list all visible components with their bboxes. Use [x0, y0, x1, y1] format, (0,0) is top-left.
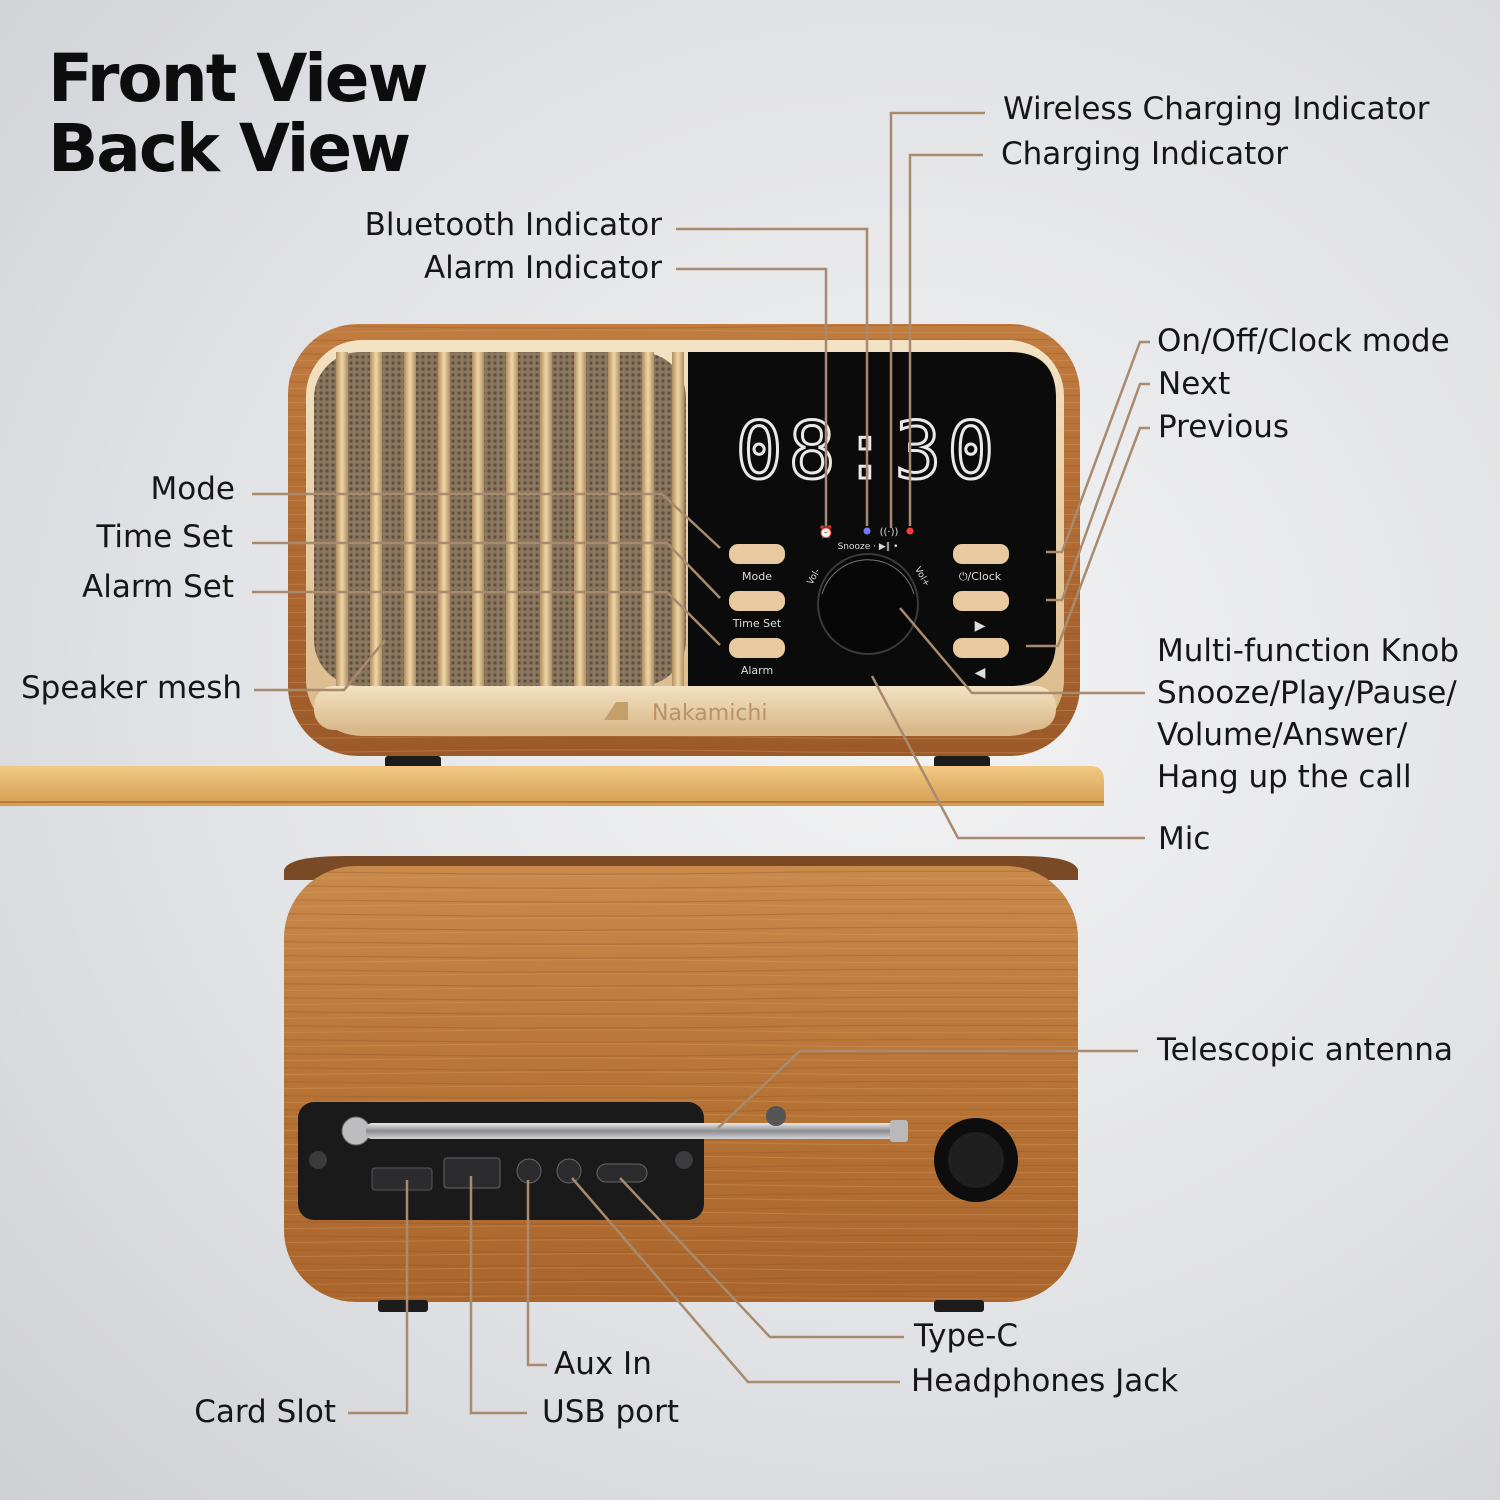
next-icon: ▶ [975, 618, 986, 634]
shelf [0, 766, 1104, 806]
label-mode: Mode [150, 471, 235, 507]
bluetooth-led [863, 527, 871, 535]
label-telescopic-antenna: Telescopic antenna [1157, 1032, 1453, 1068]
speaker-slats [336, 352, 684, 686]
label-headphones-jack: Headphones Jack [911, 1363, 1179, 1399]
alarm-indicator-icon: ⏰ [819, 524, 834, 539]
alarm-button-label: Alarm [741, 664, 773, 677]
front-unit: 08:30 ⏰ ((·)) Snooze · ▶‖ • Vol- Vol+ Mo… [288, 324, 1080, 770]
knob-top-label: Snooze · ▶‖ • [838, 542, 899, 552]
label-knob-line2: Snooze/Play/Pause/ [1157, 675, 1457, 711]
headphones-jack [556, 1158, 582, 1184]
heading-front-view: Front View [48, 40, 429, 117]
power-clock-button [953, 544, 1009, 564]
label-usb-port: USB port [542, 1394, 680, 1430]
clock-display: 08:30 [736, 407, 1001, 497]
label-wireless-charging-indicator: Wireless Charging Indicator [1003, 91, 1430, 127]
label-charging-indicator: Charging Indicator [1001, 136, 1288, 172]
label-next: Next [1158, 366, 1231, 402]
multi-function-knob [817, 553, 919, 655]
heading-back-view: Back View [48, 110, 411, 187]
alarm-button [729, 638, 785, 658]
label-knob-line3: Volume/Answer/ [1157, 717, 1408, 753]
label-knob-line4: Hang up the call [1157, 759, 1412, 795]
previous-button [953, 638, 1009, 658]
brand-name: Nakamichi [652, 701, 767, 726]
aux-in-jack [516, 1158, 542, 1184]
label-alarm-set: Alarm Set [82, 569, 234, 605]
wireless-charging-icon: ((·)) [880, 527, 899, 538]
telescopic-antenna [341, 1106, 908, 1146]
label-alarm-indicator: Alarm Indicator [423, 250, 662, 286]
label-type-c: Type-C [914, 1318, 1019, 1354]
brand-logo-icon [604, 702, 628, 720]
label-speaker-mesh: Speaker mesh [21, 670, 243, 706]
label-aux-in: Aux In [554, 1346, 652, 1382]
time-set-button [729, 591, 785, 611]
previous-icon: ◀ [975, 665, 986, 681]
back-unit [284, 856, 1078, 1312]
label-card-slot: Card Slot [194, 1394, 336, 1430]
mode-button [729, 544, 785, 564]
time-set-button-label: Time Set [732, 617, 782, 630]
next-button [953, 591, 1009, 611]
type-c-port [596, 1163, 648, 1183]
power-clock-button-label: ⏻/Clock [959, 570, 1002, 583]
leader-lines [252, 111, 1150, 1415]
label-time-set: Time Set [96, 519, 233, 555]
label-previous: Previous [1158, 409, 1290, 445]
label-bluetooth-indicator: Bluetooth Indicator [364, 207, 662, 243]
mode-button-label: Mode [742, 570, 772, 583]
card-slot-port [371, 1167, 433, 1191]
label-mic: Mic [1158, 821, 1211, 857]
label-knob-line1: Multi-function Knob [1157, 633, 1460, 669]
label-on-off-clock-mode: On/Off/Clock mode [1157, 323, 1450, 359]
charging-led [906, 527, 914, 535]
